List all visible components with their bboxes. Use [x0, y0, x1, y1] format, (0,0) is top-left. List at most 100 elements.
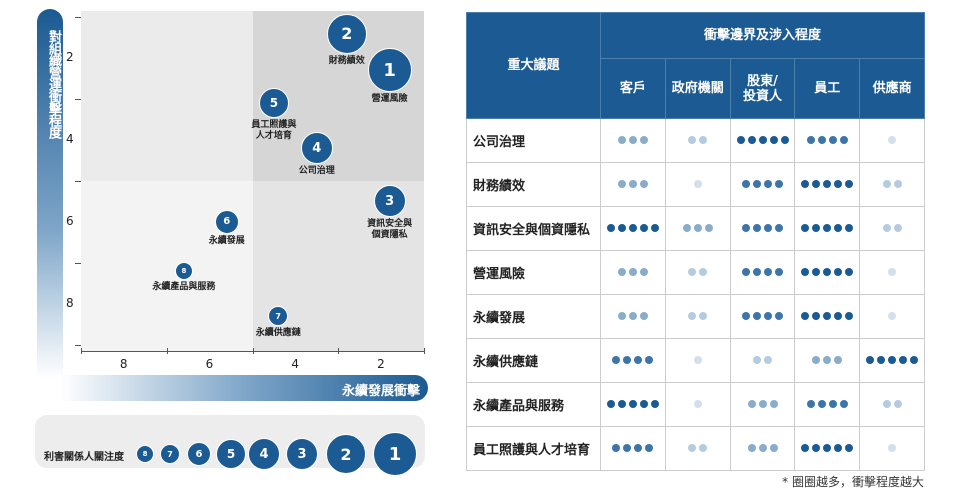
y-tick-mark: [75, 181, 81, 182]
level-dot: [628, 180, 637, 188]
level-cell: [729, 382, 796, 427]
level-dot: [812, 180, 821, 188]
y-tick-mark: [75, 17, 81, 19]
y-tick-label: 2: [66, 50, 74, 65]
level-cell: [859, 426, 925, 471]
level-dot: [780, 136, 789, 144]
x-axis-band: [60, 375, 428, 401]
level-dot: [753, 356, 762, 364]
bubble-label: 營運風險: [371, 94, 408, 105]
level-dot: [688, 268, 697, 276]
level-dot: [693, 356, 702, 364]
bubble-5: 5: [258, 88, 289, 119]
bubble-label: 財務績效: [328, 55, 365, 66]
level-dot: [823, 444, 832, 452]
legend-bubble-7: 7: [160, 444, 180, 464]
x-tick-label: 2: [377, 357, 385, 371]
level-dot: [893, 224, 902, 232]
column-header: 供應商: [859, 58, 925, 119]
level-cell: [729, 118, 796, 163]
level-dot: [769, 400, 778, 408]
legend-bubble-8: 8: [136, 445, 154, 463]
level-dot: [823, 268, 832, 276]
level-dot: [812, 312, 821, 320]
q-top-left: [81, 11, 253, 181]
level-dot: [747, 444, 756, 452]
level-dot: [699, 136, 708, 144]
level-dot: [617, 136, 626, 144]
legend-bubble-6: 6: [187, 442, 211, 466]
level-dot: [764, 224, 773, 232]
level-cell: [794, 162, 861, 207]
level-dot: [845, 268, 854, 276]
topic-cell: 公司治理: [465, 118, 602, 163]
bubble-label: 員工照護與 人才培育: [251, 120, 297, 142]
level-dot: [806, 400, 815, 408]
level-dot: [628, 136, 637, 144]
bubble-label: 永續發展: [208, 235, 245, 246]
level-dot: [823, 356, 832, 364]
level-dot: [634, 356, 643, 364]
level-dot: [612, 444, 621, 452]
level-cell: [729, 206, 796, 251]
y-tick-mark: [75, 344, 81, 346]
level-dot: [639, 180, 648, 188]
level-dot: [910, 356, 919, 364]
level-cell: [859, 338, 925, 383]
level-cell: [859, 206, 925, 251]
table-row: 永續發展: [465, 294, 925, 339]
level-dot: [866, 356, 875, 364]
column-header: 政府機關: [664, 58, 731, 119]
level-dot: [801, 268, 810, 276]
level-dot: [801, 312, 810, 320]
bubble-8: 8: [174, 262, 193, 281]
level-dot: [893, 180, 902, 188]
level-cell: [600, 250, 666, 295]
level-dot: [845, 180, 854, 188]
table-row: 員工照護與人才培育: [465, 426, 925, 471]
level-cell: [600, 206, 666, 251]
level-cell: [859, 118, 925, 163]
table-row: 永續產品與服務: [465, 382, 925, 427]
level-cell: [664, 426, 731, 471]
level-dot: [882, 400, 891, 408]
level-dot: [693, 400, 702, 408]
y-tick-mark: [75, 99, 81, 101]
level-dot: [693, 180, 702, 188]
x-tick-mark: [338, 348, 340, 354]
level-dot: [899, 356, 908, 364]
level-cell: [859, 162, 925, 207]
bubble-7: 7: [268, 306, 289, 327]
level-cell: [600, 382, 666, 427]
column-header: 股東/ 投資人: [729, 58, 796, 119]
level-dot: [617, 180, 626, 188]
level-dot: [753, 268, 762, 276]
level-cell: [859, 382, 925, 427]
level-cell: [664, 382, 731, 427]
bubble-2: 2: [326, 13, 367, 54]
level-dot: [834, 444, 843, 452]
level-dot: [747, 400, 756, 408]
level-dot: [742, 312, 751, 320]
level-cell: [729, 294, 796, 339]
level-dot: [834, 268, 843, 276]
level-dot: [650, 400, 659, 408]
table-row: 資訊安全與個資隱私: [465, 206, 925, 251]
legend-bubble-2: 2: [326, 434, 366, 474]
level-cell: [729, 162, 796, 207]
table-row: 營運風險: [465, 250, 925, 295]
x-tick-mark: [252, 348, 254, 354]
level-cell: [729, 250, 796, 295]
level-cell: [664, 162, 731, 207]
level-dot: [693, 224, 702, 232]
topic-cell: 財務績效: [465, 162, 602, 207]
level-dot: [775, 224, 784, 232]
level-dot: [623, 356, 632, 364]
y-tick-mark: [75, 262, 81, 264]
level-dot: [639, 268, 648, 276]
level-dot: [628, 312, 637, 320]
level-dot: [769, 444, 778, 452]
level-dot: [639, 400, 648, 408]
level-cell: [729, 338, 796, 383]
level-dot: [839, 400, 848, 408]
